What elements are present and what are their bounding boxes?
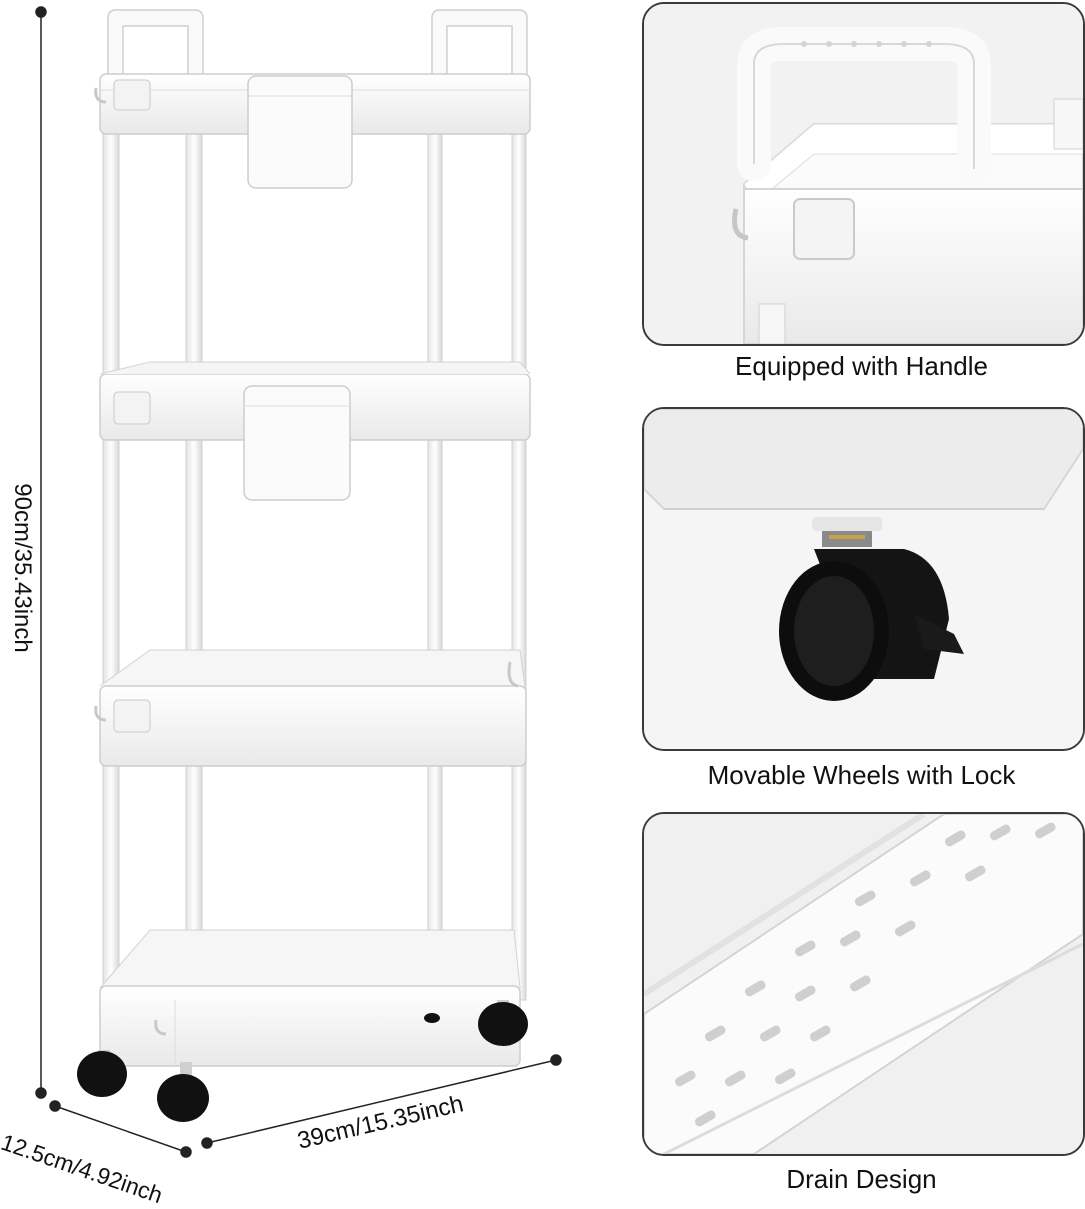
width-dimension-line bbox=[201, 1054, 562, 1149]
height-dimension-line bbox=[35, 6, 47, 1099]
height-dimension-label: 90cm/35.43inch bbox=[9, 483, 36, 653]
locking-caster-closeup-icon bbox=[644, 409, 1083, 749]
storage-cart bbox=[77, 9, 531, 1122]
feature-panel-wheels bbox=[642, 407, 1085, 751]
cart-wheels bbox=[77, 1000, 528, 1122]
feature-caption-wheels: Movable Wheels with Lock bbox=[707, 760, 1016, 790]
feature-panel-drain bbox=[642, 812, 1085, 1156]
depth-dimension-line bbox=[49, 1100, 192, 1158]
feature-caption-drain: Drain Design bbox=[786, 1164, 937, 1194]
left-handle bbox=[107, 9, 204, 81]
handle-closeup-icon bbox=[644, 4, 1083, 344]
drain-holes-closeup-icon bbox=[644, 814, 1083, 1154]
feature-caption-handle: Equipped with Handle bbox=[735, 351, 988, 381]
feature-panel-handle bbox=[642, 2, 1085, 346]
right-handle bbox=[431, 9, 528, 81]
